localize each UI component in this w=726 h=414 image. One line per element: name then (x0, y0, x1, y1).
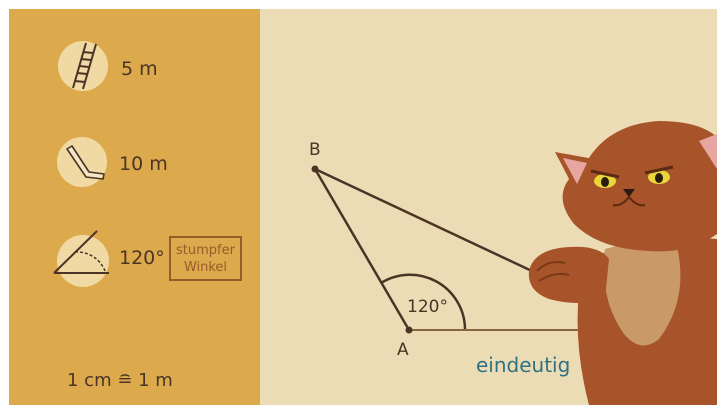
badge-line-1: stumpfer (176, 243, 235, 258)
obtuse-angle-badge: stumpfer Winkel (169, 236, 242, 281)
info-sidebar: 5 m 10 m 120° stumpfer Winkel 1 cm ≘ 1 m (9, 9, 260, 405)
point-b-dot (311, 165, 319, 173)
angle-label: 120° (407, 297, 448, 317)
point-a-dot (405, 326, 413, 334)
badge-line-2: Winkel (183, 260, 228, 275)
result-label: eindeutig (476, 353, 571, 377)
angle-value: 120° (119, 247, 165, 269)
slide-length: 10 m (119, 153, 168, 175)
scale-note: 1 cm ≘ 1 m (67, 370, 173, 391)
video-frame: 5 m 10 m 120° stumpfer Winkel 1 cm ≘ 1 m… (9, 9, 717, 405)
point-a-label: A (397, 340, 409, 360)
triangle-construction (311, 165, 609, 334)
angle-icon (53, 230, 109, 274)
cat-character (528, 121, 717, 405)
point-b-label: B (309, 140, 321, 160)
ladder-length: 5 m (121, 58, 158, 80)
ladder-icon (72, 42, 97, 90)
slide-icon (66, 145, 105, 180)
